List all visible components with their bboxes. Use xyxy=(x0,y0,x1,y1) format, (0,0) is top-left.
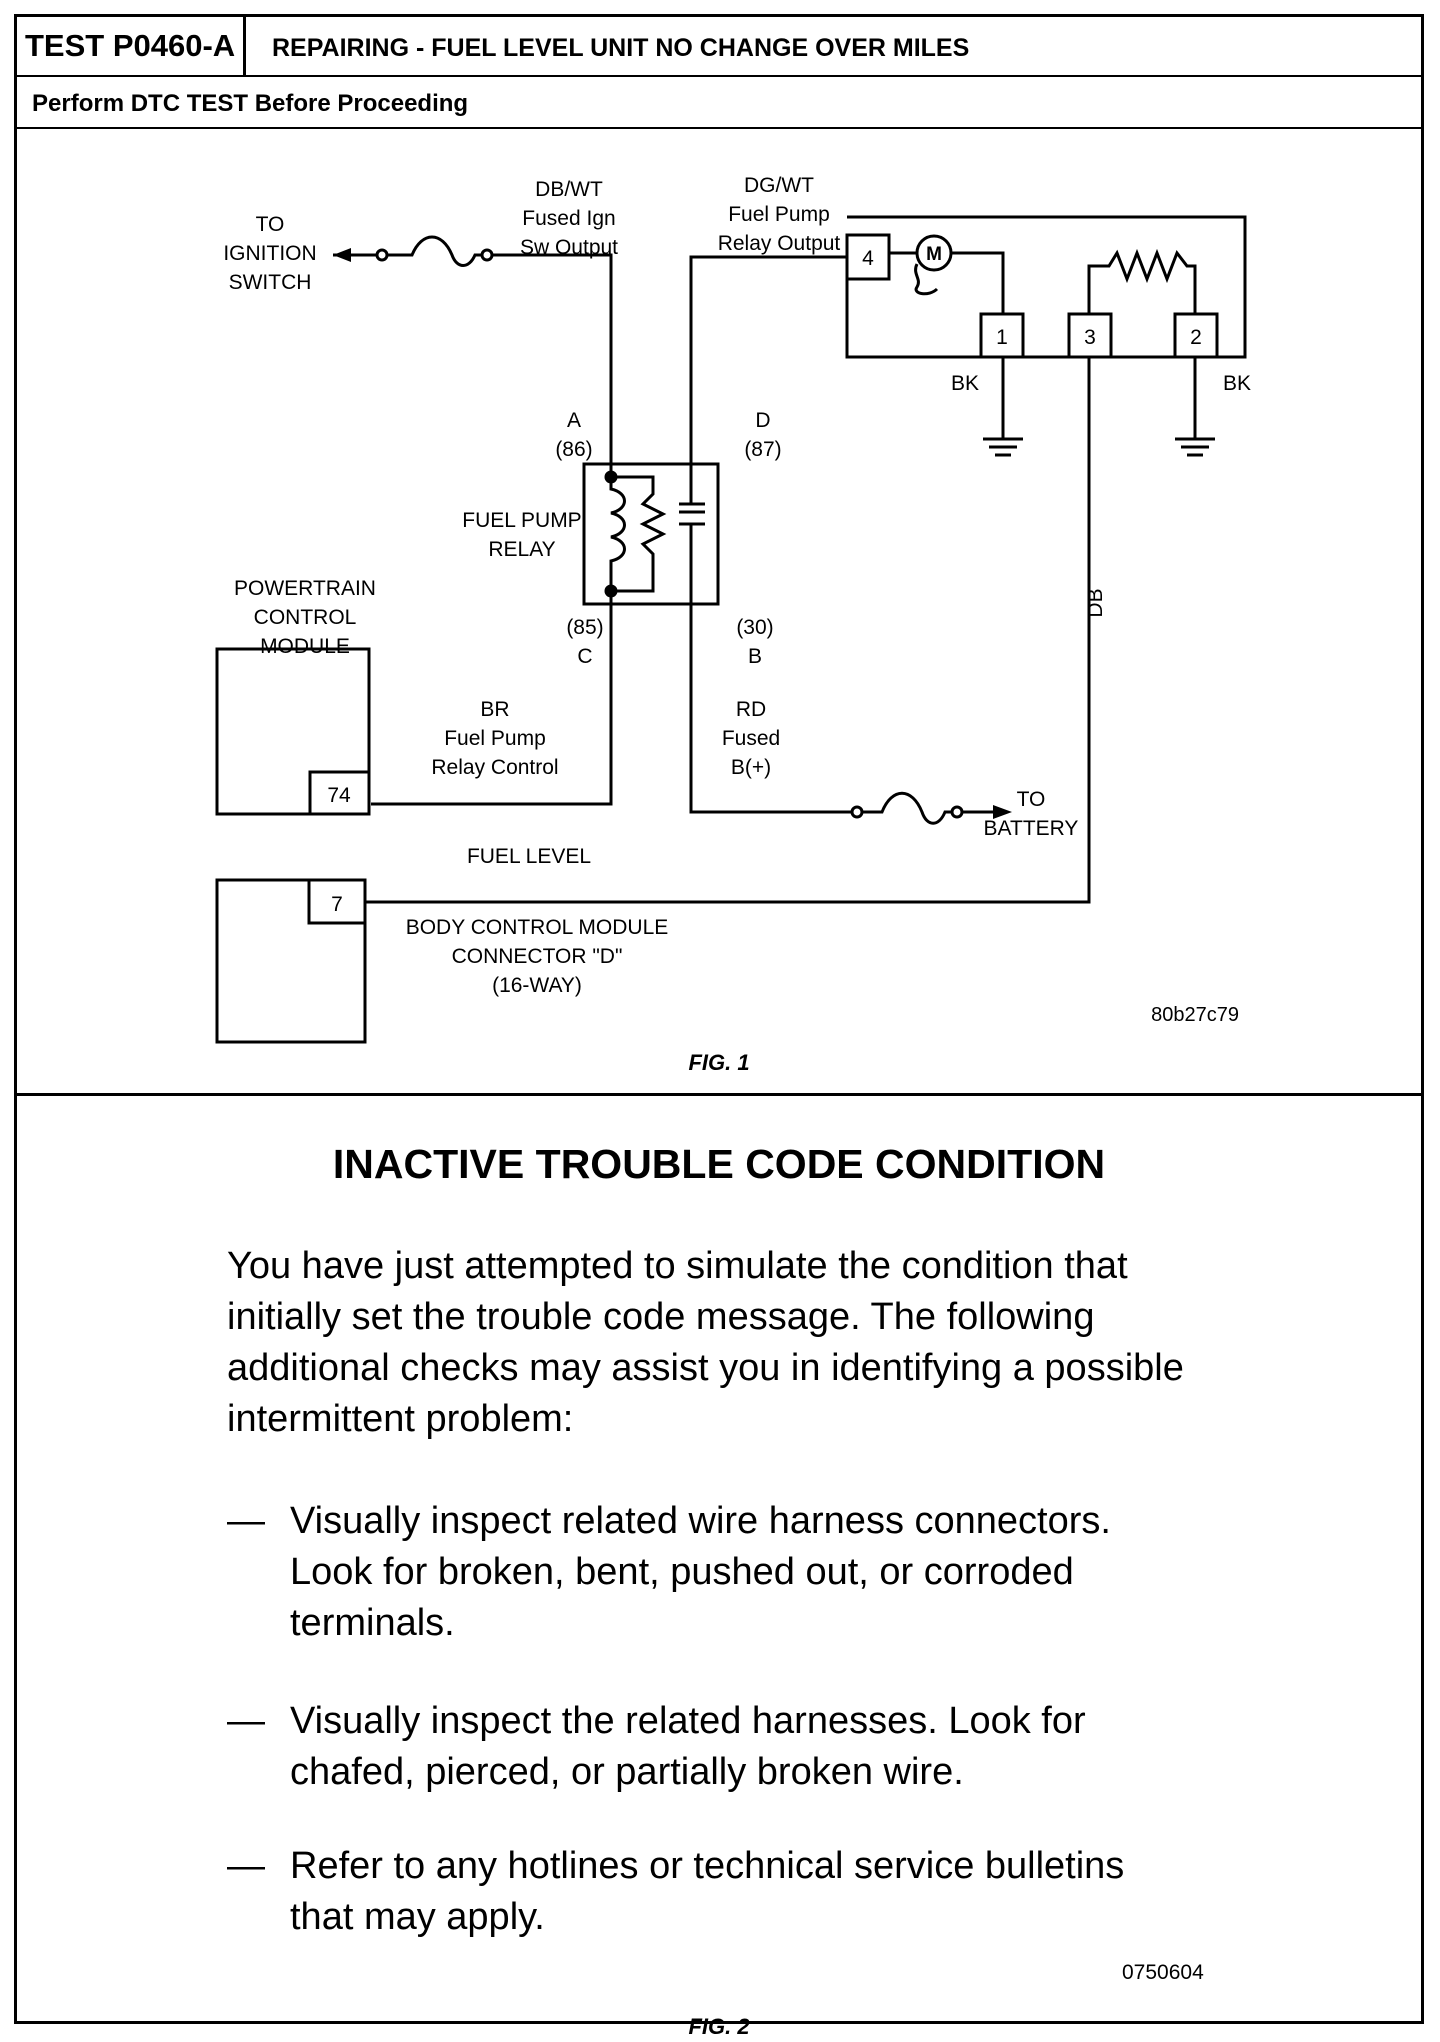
terminal-label: A xyxy=(567,409,581,432)
figure-caption: FIG. 2 xyxy=(688,2014,750,2039)
ground-icon xyxy=(983,437,1023,457)
test-title: REPAIRING - FUEL LEVEL UNIT NO CHANGE OV… xyxy=(272,34,970,62)
label-pcm: MODULE xyxy=(260,635,350,658)
label-dgwt: DG/WT xyxy=(744,174,814,197)
arrow-right-icon xyxy=(993,805,1012,819)
pin-label: 7 xyxy=(331,893,343,916)
figure-2-panel: INACTIVE TROUBLE CODE CONDITION You have… xyxy=(17,1096,1421,2039)
label-to-ignition: IGNITION xyxy=(223,242,316,265)
label-pcm: POWERTRAIN xyxy=(234,577,376,600)
label-bcm: CONNECTOR "D" xyxy=(452,945,623,968)
label-relay: RELAY xyxy=(488,538,555,561)
bullet-text: Refer to any hotlines or technical servi… xyxy=(290,1845,1125,1938)
figure-1-panel: TO IGNITION SWITCH DB/WT Fused Ign Sw Ou… xyxy=(17,129,1421,1096)
label-br: BR xyxy=(480,698,509,721)
label-to-battery: TO xyxy=(1017,788,1046,811)
terminal-label: (85) xyxy=(566,616,603,639)
label-dbwt: Fused Ign xyxy=(522,207,615,230)
ground-icon xyxy=(1175,437,1215,457)
label-to-battery: BATTERY xyxy=(984,817,1079,840)
label-pcm: CONTROL xyxy=(254,606,357,629)
powertrain-control-module xyxy=(215,647,371,816)
wire-color-label: DB xyxy=(1084,588,1107,617)
label-bcm: BODY CONTROL MODULE xyxy=(406,916,669,939)
figure-caption: FIG. 1 xyxy=(688,1050,749,1075)
ground-connections xyxy=(983,357,1215,457)
pin-label: 3 xyxy=(1084,326,1096,349)
fuel-pump-module xyxy=(845,215,1247,359)
test-id: TEST P0460-A xyxy=(17,17,247,75)
terminal-label: B xyxy=(748,645,762,668)
label-dgwt: Fuel Pump xyxy=(728,203,830,226)
label-dbwt: DB/WT xyxy=(535,178,603,201)
resistor-icon xyxy=(1087,248,1197,314)
label-rd: RD xyxy=(736,698,766,721)
intro-paragraph: You have just attempted to simulate the … xyxy=(227,1245,1184,1440)
arrow-left-icon xyxy=(333,248,351,262)
figure-code: 0750604 xyxy=(1122,1961,1204,1984)
label-rd: Fused xyxy=(722,727,780,750)
pin-label: 2 xyxy=(1190,326,1202,349)
terminal-label: (87) xyxy=(744,438,781,461)
motor-label: M xyxy=(926,244,942,265)
fuel-level-wire xyxy=(355,357,1091,904)
battery-feed-wire xyxy=(850,791,1012,825)
test-subtitle: Perform DTC TEST Before Proceeding xyxy=(32,90,469,117)
label-bcm: (16-WAY) xyxy=(492,974,582,997)
terminal-label: C xyxy=(577,645,592,668)
pin-label: 4 xyxy=(862,247,874,270)
figure-code: 80b27c79 xyxy=(1151,1004,1239,1026)
wiring-diagram: TO IGNITION SWITCH DB/WT Fused Ign Sw Ou… xyxy=(215,174,1251,1075)
bullet-text: Visually inspect the related harnesses. … xyxy=(290,1700,1086,1793)
pin-label: 74 xyxy=(327,784,351,807)
wire-color-label: BK xyxy=(1223,372,1251,395)
bullet-text: Visually inspect related wire harness co… xyxy=(290,1500,1111,1644)
label-dbwt: Sw Output xyxy=(520,236,618,259)
subheader-row: Perform DTC TEST Before Proceeding xyxy=(17,77,1421,129)
dash-icon: — xyxy=(227,1845,265,1887)
ignition-feed-wire xyxy=(333,235,613,369)
header-row: TEST P0460-A REPAIRING - FUEL LEVEL UNIT… xyxy=(17,17,1421,77)
label-br: Relay Control xyxy=(431,756,558,779)
section-title: INACTIVE TROUBLE CODE CONDITION xyxy=(332,1141,1106,1187)
terminal-label: D xyxy=(755,409,770,432)
wire-color-label: BK xyxy=(951,372,979,395)
label-relay: FUEL PUMP xyxy=(462,509,581,532)
terminal-label: (30) xyxy=(736,616,773,639)
dash-icon: — xyxy=(227,1500,265,1542)
pin-label: 1 xyxy=(996,326,1008,349)
label-br: Fuel Pump xyxy=(444,727,546,750)
relay-coil-icon xyxy=(609,477,626,591)
fuel-pump-relay xyxy=(371,369,852,814)
label-rd: B(+) xyxy=(731,756,771,779)
dash-icon: — xyxy=(227,1700,265,1742)
pump-output-wire xyxy=(689,255,847,369)
label-fuel-level: FUEL LEVEL xyxy=(467,845,591,868)
label-to-ignition: SWITCH xyxy=(229,271,312,294)
label-dgwt: Relay Output xyxy=(718,232,841,255)
terminal-label: (86) xyxy=(555,438,592,461)
page-frame: TEST P0460-A REPAIRING - FUEL LEVEL UNIT… xyxy=(14,14,1424,2039)
label-to-ignition: TO xyxy=(256,213,285,236)
body-control-module xyxy=(215,878,367,1044)
